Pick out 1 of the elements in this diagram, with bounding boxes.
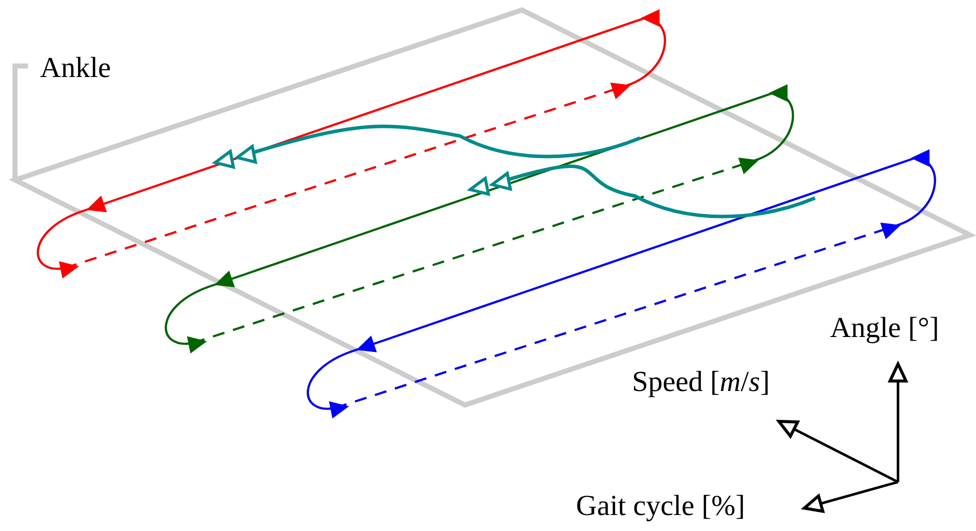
axis-label: Gait cycle [%] [576, 492, 746, 521]
